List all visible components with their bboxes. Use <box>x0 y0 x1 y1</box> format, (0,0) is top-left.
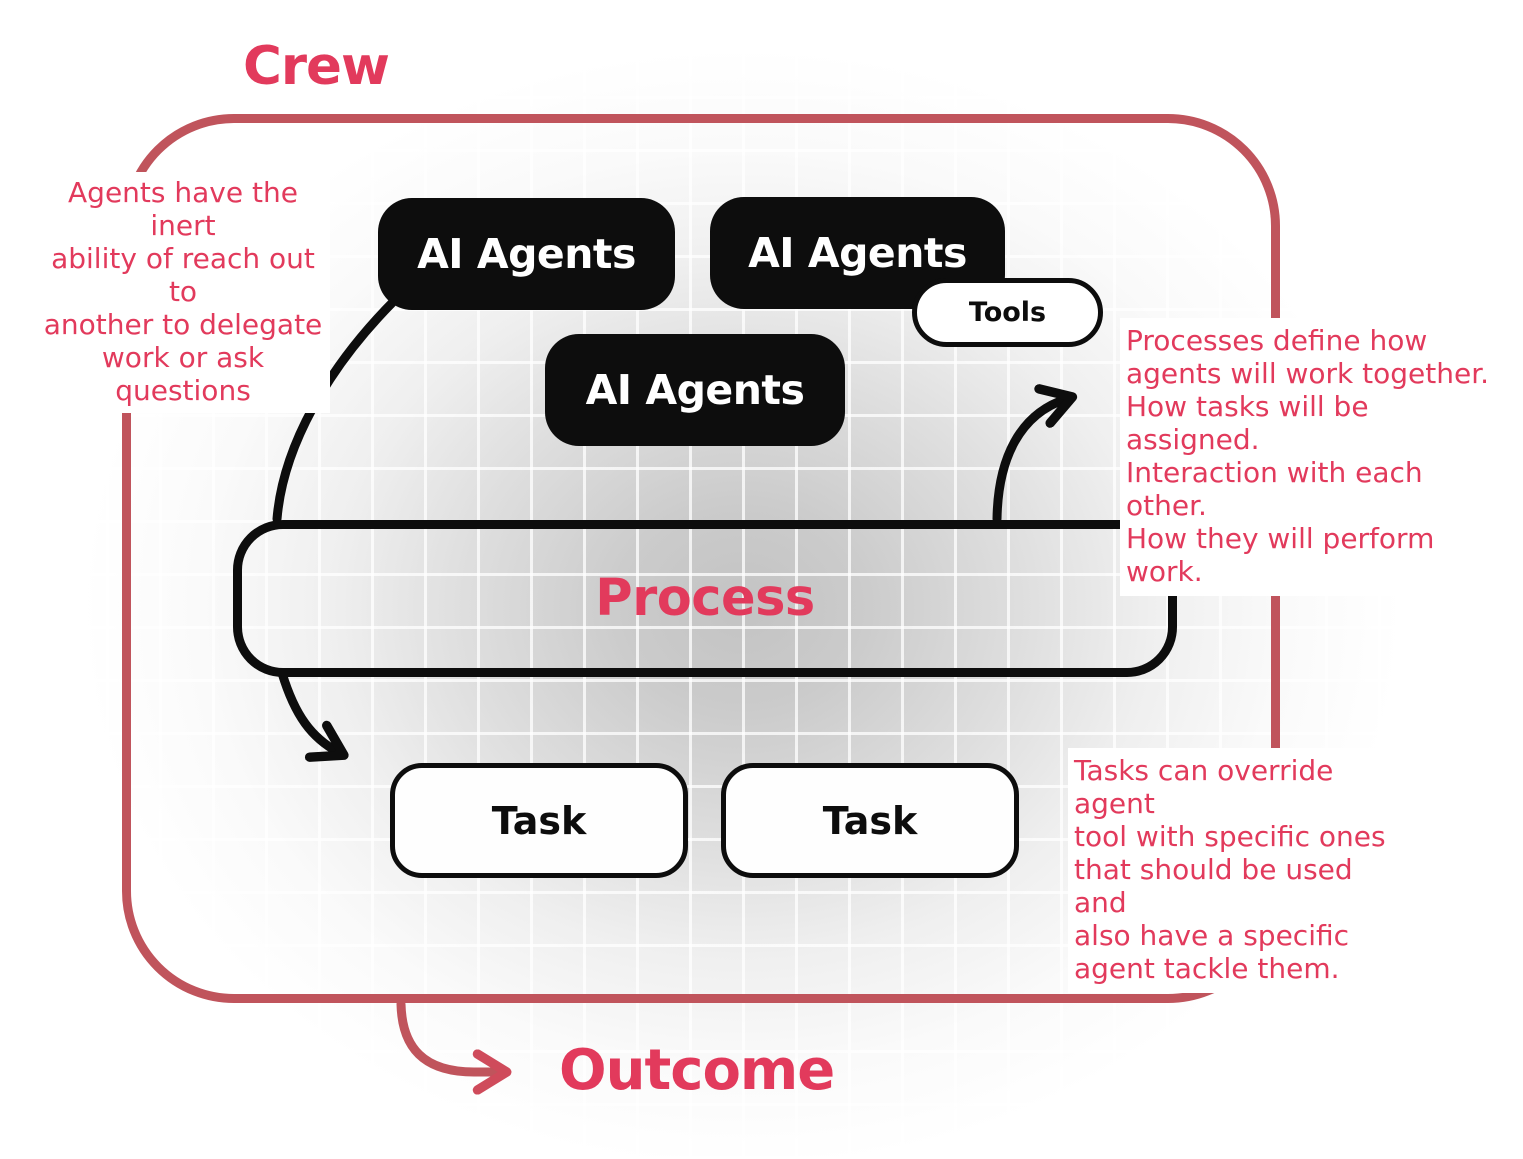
tools-label: Tools <box>968 297 1047 328</box>
ai-agents-label-2: AI Agents <box>748 229 967 277</box>
ai-agents-label-3: AI Agents <box>585 366 805 414</box>
annotation-agent-delegation: Agents have the inert ability of reach o… <box>36 172 330 413</box>
tools-box: Tools <box>912 278 1103 347</box>
ai-agents-box-2: AI Agents <box>710 197 1005 309</box>
task-label-1: Task <box>491 798 587 843</box>
crew-title: Crew <box>243 36 390 97</box>
ai-agents-box-1: AI Agents <box>378 198 675 310</box>
task-box-2: Task <box>721 763 1019 878</box>
task-box-1: Task <box>390 763 688 878</box>
task-label-2: Task <box>822 798 918 843</box>
ai-agents-label-1: AI Agents <box>417 230 636 278</box>
process-box: Process <box>233 520 1177 677</box>
annotation-process-definition: Processes define how agents will work to… <box>1120 318 1508 596</box>
outcome-label: Outcome <box>559 1038 835 1103</box>
process-label: Process <box>595 569 815 628</box>
ai-agents-box-3: AI Agents <box>545 334 845 446</box>
annotation-task-override: Tasks can override agent tool with speci… <box>1068 748 1404 993</box>
